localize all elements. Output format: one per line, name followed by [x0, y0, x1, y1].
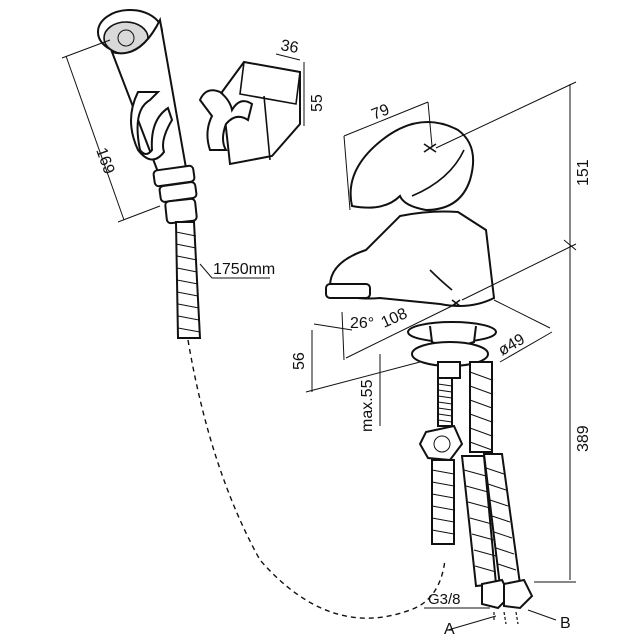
leader-a — [447, 615, 497, 631]
dim-line-36 — [275, 53, 301, 61]
connector-nut-b — [503, 578, 534, 610]
label-1750mm: 1750mm — [213, 261, 275, 278]
ext-line-79-left — [343, 135, 351, 211]
aerator — [325, 283, 371, 299]
label-max55: max.55 — [359, 379, 376, 432]
fixing-nut — [437, 361, 461, 379]
dim-line-108 — [345, 303, 457, 359]
shower-trigger-icon — [130, 91, 174, 161]
holder-top-edge — [239, 61, 301, 105]
angle-base-line — [313, 323, 353, 331]
ext-line-79-right — [427, 101, 433, 147]
supply-hose-b-braid — [485, 467, 517, 571]
spout-axis-line — [341, 311, 345, 361]
mixer-lever — [349, 121, 474, 212]
ext-line-151-top — [435, 81, 577, 149]
dim-holder: 36 55 — [275, 37, 326, 126]
mixer-tap — [325, 121, 534, 625]
label-a: A — [444, 621, 455, 638]
supply-hose-a-braid — [463, 469, 497, 573]
shower-head-center — [117, 29, 135, 47]
rod-threads — [437, 383, 453, 423]
hand-shower — [97, 9, 446, 619]
dim-line-169 — [65, 55, 125, 221]
ext-line-49 — [493, 299, 551, 329]
ext-line-169-top — [61, 39, 111, 59]
connector-labels: G3/8 A B — [424, 591, 571, 638]
dim-hose: 1750mm — [199, 261, 275, 279]
lever-axis-mark — [423, 143, 437, 153]
label-79: 79 — [369, 101, 392, 123]
check-valve-center — [433, 435, 451, 453]
label-55: 55 — [309, 94, 326, 112]
leader-hose — [199, 263, 213, 279]
label-389: 389 — [575, 425, 592, 452]
lever-contour — [411, 149, 465, 197]
dim-line-79 — [343, 101, 429, 137]
holder-side-edge — [263, 95, 271, 161]
connector-center-lines — [493, 611, 519, 625]
hose-end-braid — [431, 469, 455, 535]
dim-lever: 79 — [343, 101, 433, 211]
label-g38: G3/8 — [428, 591, 461, 608]
label-26deg: 26° — [350, 315, 374, 332]
dim-left: 56 max.55 — [291, 330, 421, 432]
label-151: 151 — [575, 159, 592, 186]
ext-line-169-bottom — [117, 205, 161, 223]
label-b: B — [560, 615, 571, 632]
dim-heights: 151 389 — [435, 81, 592, 583]
label-108: 108 — [379, 305, 410, 331]
ext-line-151-bottom — [461, 243, 577, 301]
label-169: 169 — [92, 146, 117, 177]
tick-mid — [563, 239, 577, 251]
dim-line-49 — [499, 331, 553, 363]
shower-hose-end — [431, 459, 455, 545]
wall-holder — [198, 60, 301, 166]
holder-cradle-icon — [198, 89, 254, 151]
check-valve-nut — [418, 424, 464, 462]
leader-b — [527, 609, 557, 621]
label-36: 36 — [279, 37, 300, 57]
dim-base: ø49 — [493, 299, 553, 363]
label-56: 56 — [291, 352, 308, 370]
hose-dashed-path — [187, 339, 446, 619]
ext-line-56-bottom — [305, 361, 421, 393]
shower-hose — [174, 221, 202, 339]
body-contour — [429, 269, 453, 291]
supply-hose-upper-braid — [469, 371, 493, 451]
hose-nut-bottom — [164, 197, 198, 225]
hose-braid-lines — [175, 231, 201, 333]
